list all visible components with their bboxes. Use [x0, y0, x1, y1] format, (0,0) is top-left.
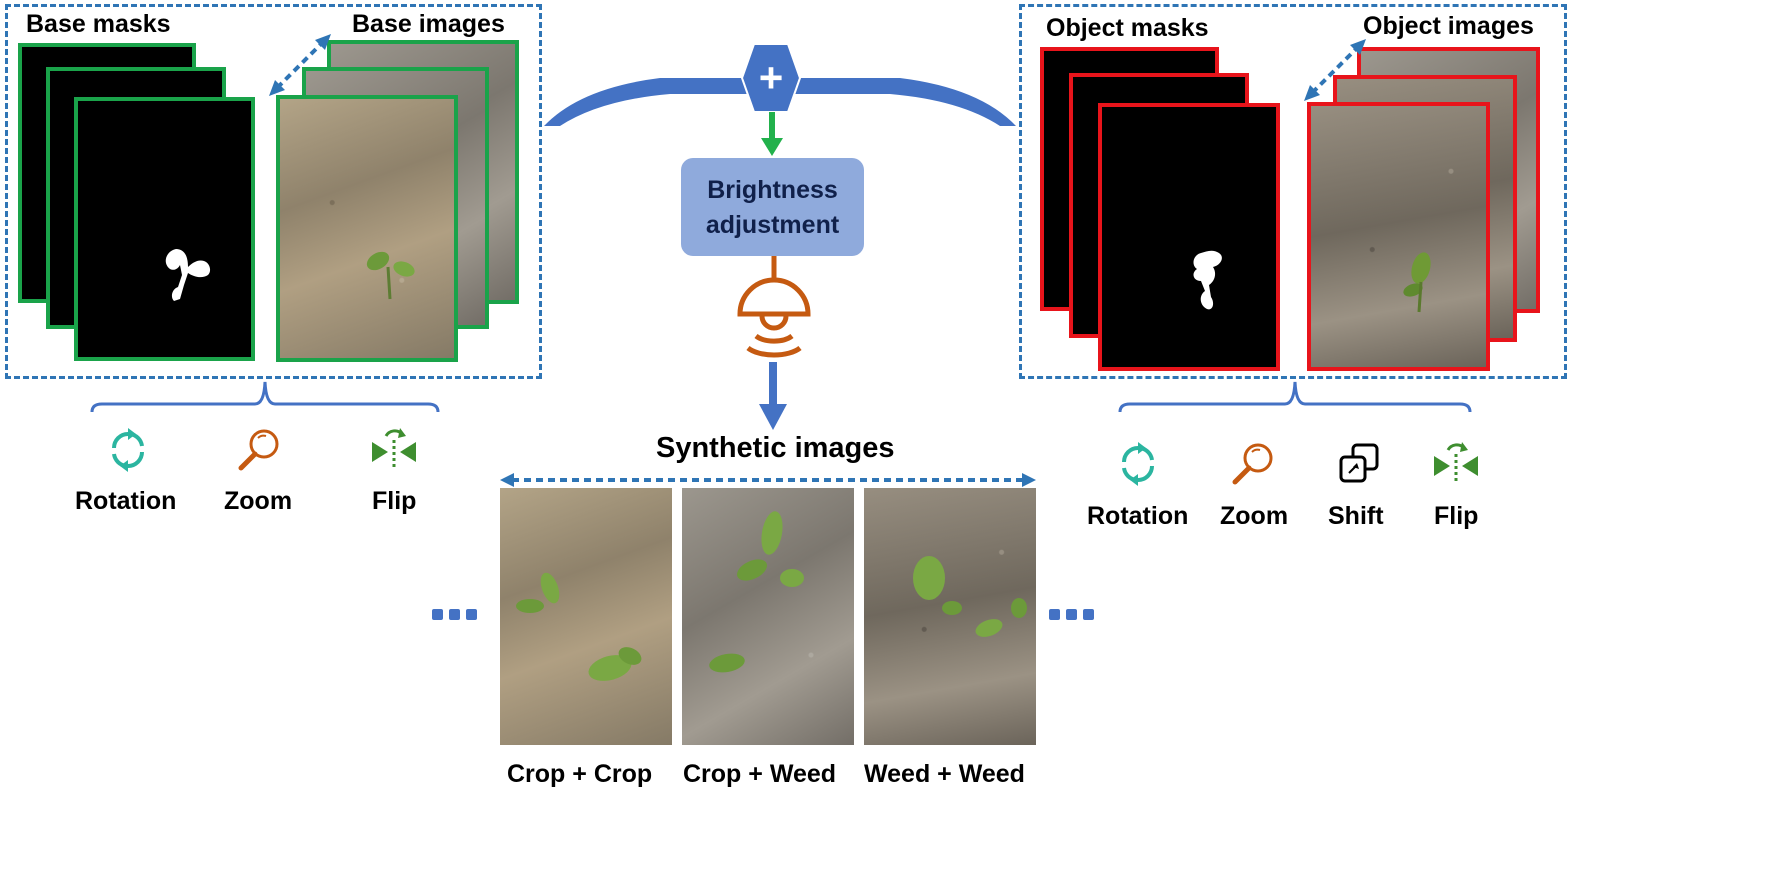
merge-arc — [544, 78, 1016, 126]
rotation-icon — [112, 428, 144, 472]
synthetic-caption-weed-weed: Weed + Weed — [864, 760, 1025, 788]
object-masks-label: Object masks — [1046, 14, 1209, 42]
synthetic-plants-crop-weed — [709, 511, 804, 673]
synthetic-images-title: Synthetic images — [656, 432, 895, 464]
base-group-box — [5, 4, 542, 379]
object-mask-front — [1098, 103, 1280, 371]
base-transform-label-flip: Flip — [372, 487, 417, 515]
zoom-icon — [1232, 443, 1273, 485]
object-group-box — [1019, 4, 1567, 379]
object-transform-label-zoom: Zoom — [1220, 502, 1289, 530]
blue-down-arrow — [759, 362, 787, 430]
rotation-icon — [1122, 442, 1154, 486]
flip-icon — [372, 428, 416, 468]
brightness-label-line1: Brightness — [707, 176, 838, 204]
brightness-label-line2: adjustment — [705, 211, 840, 239]
base-link-arrow — [269, 34, 331, 96]
synthetic-plants-weed-weed — [913, 556, 1027, 637]
base-mask-front — [74, 97, 255, 361]
object-images-label: Object images — [1363, 12, 1534, 40]
lamp-icon — [737, 256, 811, 358]
base-images-label: Base images — [352, 10, 505, 38]
base-brace — [90, 381, 440, 413]
object-transform-label-shift: Shift — [1328, 502, 1384, 530]
ellipsis-right-icon — [1049, 609, 1094, 620]
base-image-front — [276, 95, 458, 362]
object-link-arrow — [1304, 39, 1366, 101]
synthetic-image-crop-weed — [682, 488, 854, 745]
base-transform-label-zoom: Zoom — [224, 487, 293, 515]
flip-icon — [1434, 442, 1478, 482]
object-transform-label-flip: Flip — [1434, 502, 1479, 530]
zoom-icon — [238, 429, 279, 471]
object-image-plant — [1403, 252, 1431, 313]
synthetic-caption-crop-crop: Crop + Crop — [507, 760, 653, 788]
object-mask-plant-silhouette — [1193, 250, 1222, 310]
shift-icon — [1339, 443, 1379, 483]
brightness-box: Brightness adjustment — [681, 158, 864, 256]
synthetic-image-crop-crop — [500, 488, 672, 745]
synthetic-range-arrow — [500, 473, 1036, 487]
base-image-plant — [366, 251, 415, 300]
object-image-front — [1307, 102, 1490, 371]
ellipsis-left-icon — [432, 609, 477, 620]
base-masks-label: Base masks — [26, 10, 171, 38]
object-transform-label-rotation: Rotation — [1087, 502, 1189, 530]
synthetic-plants-crop-crop — [516, 572, 642, 681]
base-transform-label-rotation: Rotation — [75, 487, 177, 515]
base-mask-plant-silhouette — [165, 249, 211, 301]
synthetic-image-weed-weed — [864, 488, 1036, 745]
synthetic-caption-crop-weed: Crop + Weed — [683, 760, 837, 788]
green-down-arrow — [761, 112, 783, 156]
plus-symbol: + — [759, 54, 784, 101]
plus-hexagon-icon: + — [740, 43, 802, 113]
object-brace — [1118, 381, 1472, 413]
